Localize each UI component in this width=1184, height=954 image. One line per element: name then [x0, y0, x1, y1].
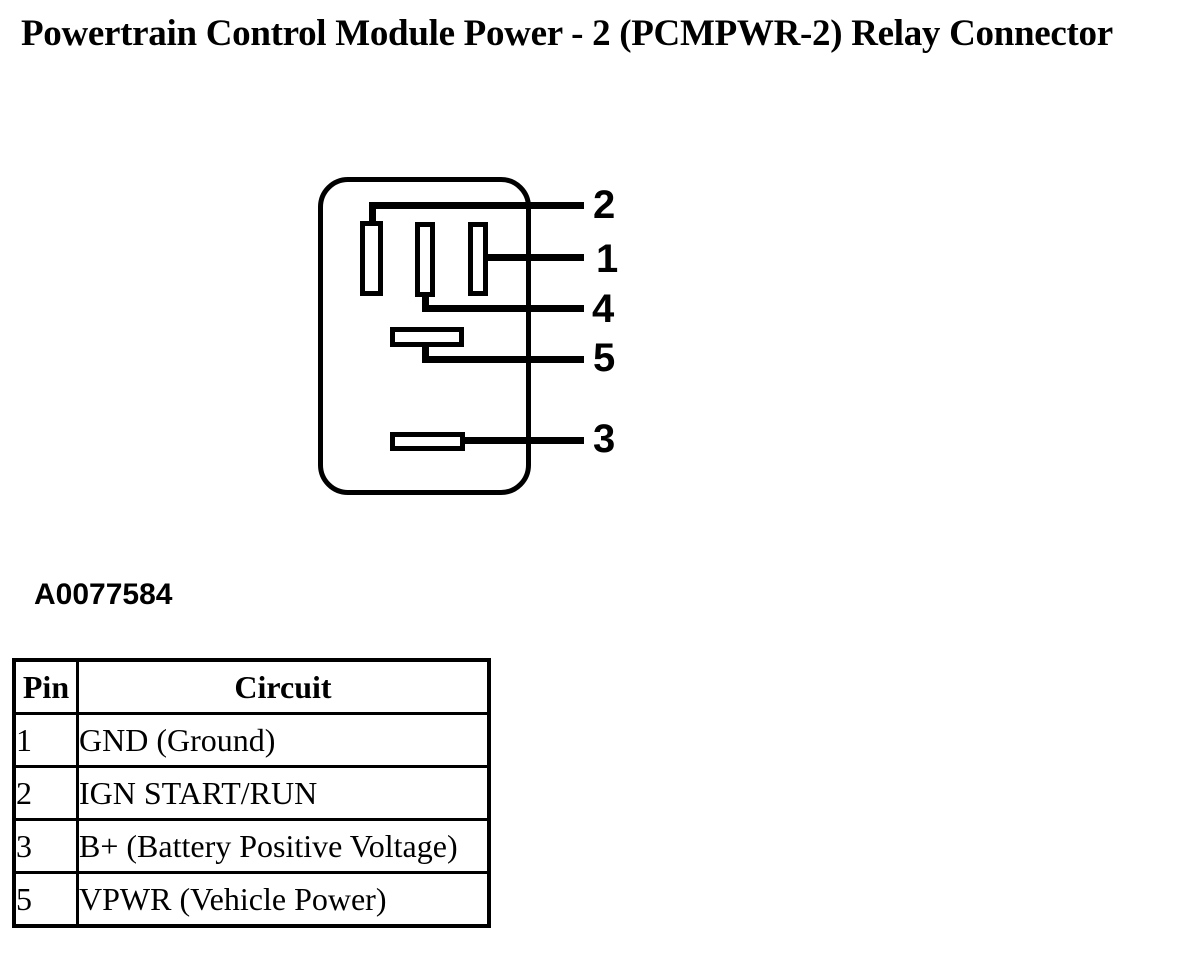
leader-line-pin5-vertical — [422, 342, 429, 361]
pin-label-2: 2 — [593, 183, 616, 227]
circuit-cell: IGN START/RUN — [76, 765, 491, 821]
pin-label-4: 4 — [592, 287, 615, 331]
table-row: 3 B+ (Battery Positive Voltage) — [12, 818, 491, 874]
circuit-cell: B+ (Battery Positive Voltage) — [76, 818, 491, 874]
leader-line-pin3 — [458, 437, 584, 444]
page-title: Powertrain Control Module Power - 2 (PCM… — [21, 13, 1113, 54]
pin-cell: 1 — [12, 712, 79, 768]
table-row: 5 VPWR (Vehicle Power) — [12, 871, 491, 928]
pin-column-header: Pin — [12, 658, 79, 715]
circuit-cell: GND (Ground) — [76, 712, 491, 768]
pin-circuit-table: Pin Circuit 1 GND (Ground) 2 IGN START/R… — [12, 658, 491, 928]
pin-cell: 2 — [12, 765, 79, 821]
pin-4-terminal — [415, 222, 435, 297]
pin-5-terminal — [390, 327, 464, 347]
leader-line-pin2 — [369, 202, 584, 209]
pin-label-5: 5 — [593, 336, 616, 380]
circuit-cell: VPWR (Vehicle Power) — [76, 871, 491, 928]
pin-cell: 5 — [12, 871, 79, 928]
pin-1-terminal — [468, 222, 488, 296]
leader-line-pin4 — [422, 305, 584, 312]
table-header-row: Pin Circuit — [12, 658, 491, 715]
table-row: 1 GND (Ground) — [12, 712, 491, 768]
circuit-column-header: Circuit — [76, 658, 491, 715]
leader-line-pin1 — [482, 254, 584, 261]
leader-line-pin5 — [422, 356, 584, 363]
pin-3-terminal — [390, 432, 465, 451]
pin-2-terminal — [360, 221, 383, 296]
pin-label-3: 3 — [593, 417, 616, 461]
table-row: 2 IGN START/RUN — [12, 765, 491, 821]
pin-cell: 3 — [12, 818, 79, 874]
leader-line-pin4-vertical — [422, 292, 429, 310]
leader-line-pin2-vertical — [369, 204, 376, 226]
figure-id-label: A0077584 — [34, 578, 173, 611]
pin-label-1: 1 — [596, 237, 619, 281]
